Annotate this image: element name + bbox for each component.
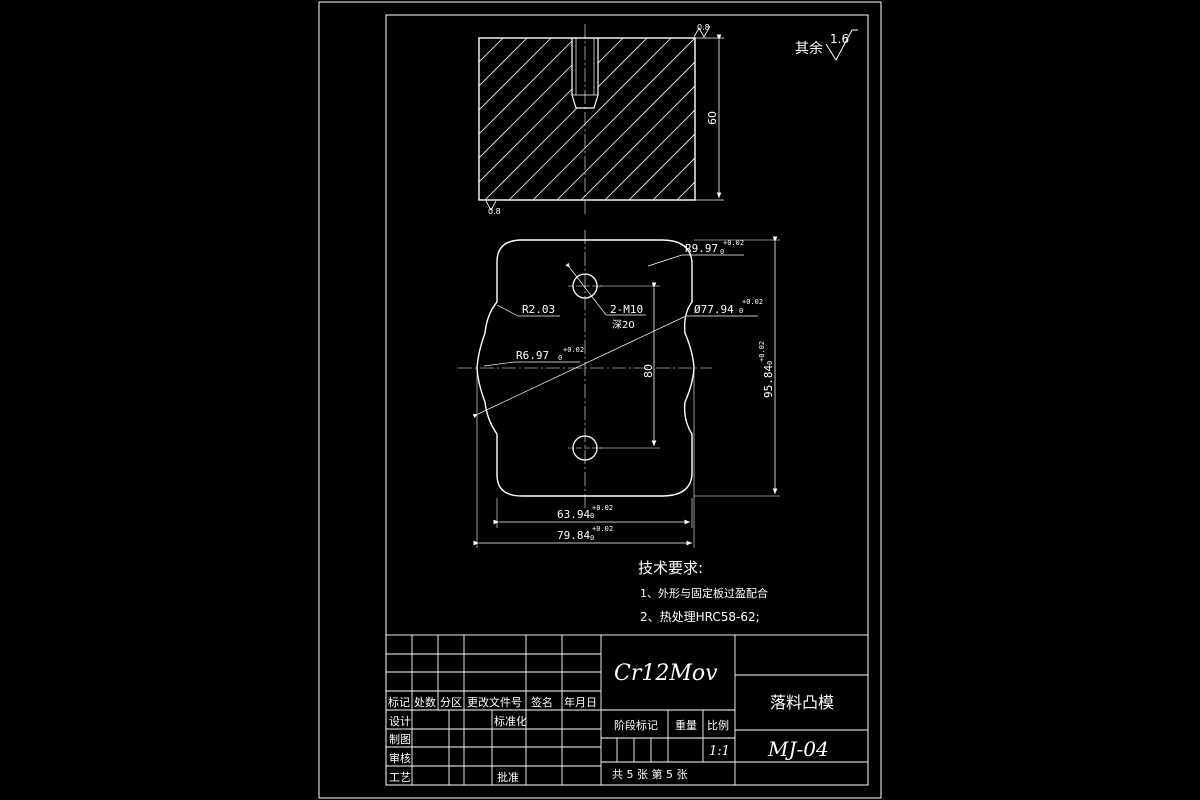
- row-label-review: 审核: [389, 751, 411, 765]
- title-block-text: Cr12Mov 落料凸模 MJ-04 标记 处数 分区 更改文件号 签名 年月日…: [388, 661, 834, 784]
- svg-text:0: 0: [590, 512, 594, 520]
- outer-frame: [318, 1, 882, 799]
- requirements-title: 技术要求:: [638, 559, 703, 577]
- height-dimension-text: 60: [706, 111, 719, 125]
- punch-outline: [476, 239, 695, 497]
- stage-mark-text: 阶段标记: [614, 718, 658, 732]
- diameter-leader: [472, 315, 687, 418]
- section-outline: [478, 37, 696, 201]
- title-block: [385, 634, 869, 786]
- header-cell-signature: 签名: [531, 695, 553, 709]
- roughness-top-value: 0.8: [697, 23, 710, 32]
- material-text: Cr12Mov: [614, 661, 718, 686]
- part-name-text: 落料凸模: [770, 693, 834, 712]
- thread-depth-text: 深20: [612, 319, 635, 331]
- inner-width-tol: +0.02: [592, 504, 613, 512]
- svg-text:0: 0: [590, 534, 594, 542]
- requirement-item-2: 2、热处理HRC58-62;: [640, 610, 760, 624]
- roughness-bottom-value: 0.8: [488, 207, 501, 216]
- surface-finish-label: 其余: [795, 40, 823, 57]
- overall-height-text: 95.84: [762, 365, 775, 398]
- sheet-count-text: 共 5 张 第 5 张: [612, 767, 687, 781]
- outer-width-tol: +0.02: [592, 525, 613, 533]
- r-corner-leader: [647, 254, 683, 267]
- r-corner-tol: +0.02: [723, 239, 744, 247]
- roughness-symbol-icon: [825, 29, 858, 61]
- row-label-design: 设计: [389, 715, 411, 728]
- section-hatch: [479, 38, 695, 200]
- outer-width-text: 79.84: [557, 529, 590, 542]
- r-side-leader: [483, 361, 515, 367]
- drawing-number-text: MJ-04: [767, 737, 829, 761]
- svg-text:0: 0: [558, 354, 562, 362]
- row-label-process: 工艺: [389, 771, 411, 784]
- roughness-top-icon: [693, 25, 711, 38]
- r-corner-text: R9.97: [685, 242, 718, 255]
- plan-view: R9.97 +0.02 0 R2.03 2-M10 深20 Ø77.94 +0.…: [458, 230, 780, 548]
- overall-height-tol: +0.02: [758, 341, 766, 362]
- thread-text: 2-M10: [610, 303, 643, 316]
- svg-text:0: 0: [766, 361, 774, 365]
- header-cell-zone: 分区: [440, 696, 462, 709]
- scale-label-text: 比例: [707, 718, 729, 732]
- approve-text: 批准: [497, 770, 519, 784]
- scale-value-text: 1:1: [709, 744, 730, 759]
- svg-text:0: 0: [720, 248, 724, 256]
- header-cell-change-doc: 更改文件号: [467, 695, 522, 709]
- r-small-text: R2.03: [522, 303, 555, 316]
- r-small-leader: [496, 304, 519, 317]
- svg-text:0: 0: [739, 307, 743, 315]
- weight-text: 重量: [675, 718, 697, 732]
- technical-requirements: 技术要求: 1、外形与固定板过盈配合 2、热处理HRC58-62;: [638, 559, 768, 624]
- surface-finish-value: 1.6: [830, 32, 849, 46]
- row-label-drafting: 制图: [389, 733, 411, 746]
- requirement-item-1: 1、外形与固定板过盈配合: [640, 586, 768, 600]
- surface-finish-note: 其余 1.6: [795, 29, 858, 61]
- header-cell-date: 年月日: [564, 695, 597, 709]
- inner-width-text: 63.94: [557, 508, 590, 521]
- r-side-text: R6.97: [516, 349, 549, 362]
- thread-leader: [565, 262, 607, 316]
- diameter-text: Ø77.94: [694, 303, 734, 316]
- roughness-bottom-icon: [485, 200, 497, 211]
- r-side-tol: +0.02: [563, 346, 584, 354]
- diameter-tol: +0.02: [742, 298, 763, 306]
- header-cell-mark: 标记: [388, 695, 410, 709]
- header-cell-count: 处数: [414, 696, 436, 709]
- hole-spacing-text: 80: [642, 364, 655, 378]
- section-view: 0.8 0.8 60: [478, 23, 724, 216]
- standardize-text: 标准化: [494, 714, 527, 728]
